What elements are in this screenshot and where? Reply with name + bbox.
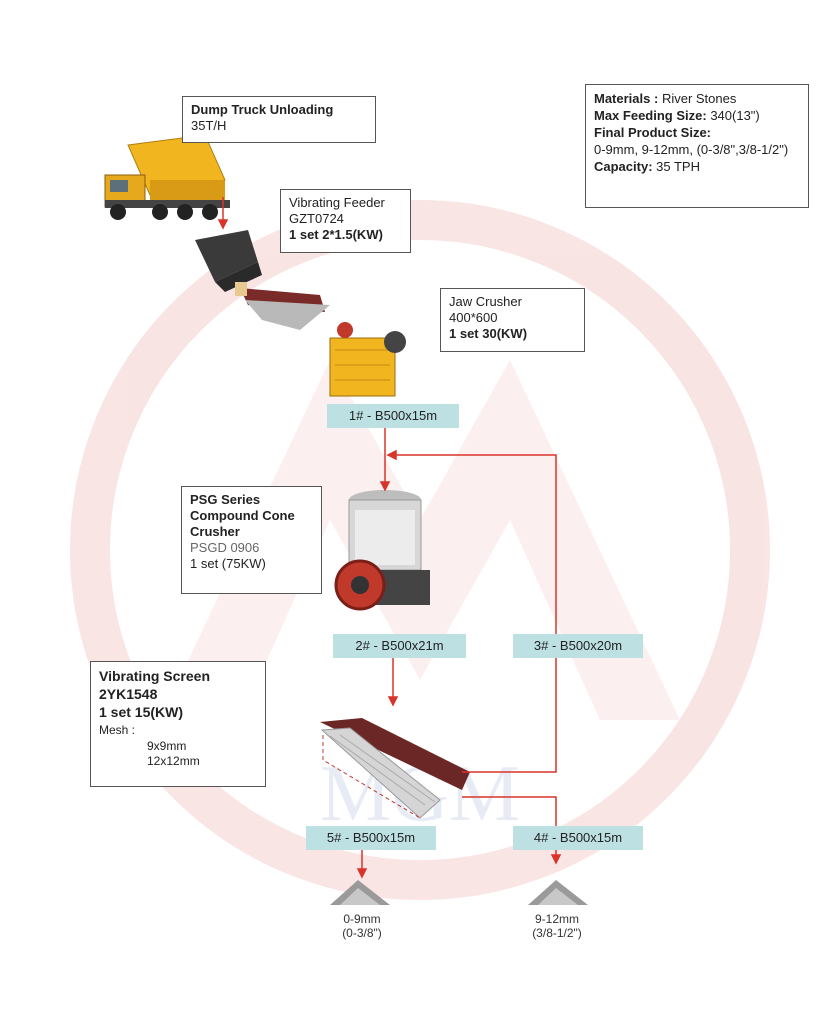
capacity-label: Capacity: (594, 159, 653, 174)
jaw-model: 400*600 (449, 310, 498, 325)
vibrating-screen-icon (320, 718, 470, 819)
vibrating-feeder-label: Vibrating Feeder GZT0724 1 set 2*1.5(KW) (280, 189, 411, 253)
cone-crusher-label: PSG Series Compound Cone Crusher PSGD 09… (181, 486, 322, 594)
cone-title-2: Crusher (190, 524, 240, 539)
jaw-crusher-icon (329, 322, 406, 397)
feeder-model: GZT0724 (289, 211, 344, 226)
screen-power: 1 set 15(KW) (99, 704, 184, 720)
dump-truck-label: Dump Truck Unloading 35T/H (182, 96, 376, 143)
cone-title: Compound Cone (190, 508, 295, 523)
product-output-coarse: 9-12mm (3/8-1/2") (515, 912, 599, 940)
dump-truck-rate: 35T/H (191, 118, 227, 133)
materials-label: Materials : (594, 91, 659, 106)
belt-3-label: 3# - B500x20m (513, 634, 643, 658)
belt-5-label: 5# - B500x15m (306, 826, 436, 850)
vibrating-feeder-icon (195, 230, 330, 330)
product-fine-size: 0-9mm (343, 912, 381, 926)
product-pile-icon (330, 880, 390, 905)
materials-value: River Stones (661, 91, 737, 106)
feeder-power: 1 set 2*1.5(KW) (289, 227, 383, 242)
flow-arrows (217, 197, 562, 879)
mesh-label: Mesh : (99, 723, 136, 737)
mesh-size-2: 12x12mm (147, 754, 200, 768)
belt-4-label: 4# - B500x15m (513, 826, 643, 850)
belt-1-label: 1# - B500x15m (327, 404, 459, 428)
final-size-value: 0-9mm, 9-12mm, (0-3/8",3/8-1/2") (594, 142, 789, 157)
material-info-box: Materials : River Stones Max Feeding Siz… (585, 84, 809, 208)
product-fine-inch: (0-3/8") (342, 926, 382, 940)
cone-crusher-icon (334, 490, 430, 611)
product-coarse-size: 9-12mm (534, 912, 579, 926)
mesh-size-1: 9x9mm (147, 739, 187, 753)
dump-truck-title: Dump Truck Unloading (191, 102, 334, 117)
dump-truck-icon (104, 134, 230, 220)
product-coarse-inch: (3/8-1/2") (532, 926, 582, 940)
product-output-fine: 0-9mm (0-3/8") (322, 912, 402, 940)
cone-series: PSG Series (190, 492, 261, 507)
jaw-power: 1 set 30(KW) (449, 326, 528, 341)
jaw-title: Jaw Crusher (449, 294, 522, 309)
feed-size-label: Max Feeding Size: (594, 108, 707, 123)
final-size-label: Final Product Size: (594, 125, 712, 140)
vibrating-screen-label: Vibrating Screen 2YK1548 1 set 15(KW) Me… (90, 661, 266, 787)
jaw-crusher-label: Jaw Crusher 400*600 1 set 30(KW) (440, 288, 585, 352)
capacity-value: 35 TPH (656, 159, 700, 174)
cone-power: 1 set (75KW) (190, 556, 266, 571)
feeder-title: Vibrating Feeder (289, 195, 385, 210)
screen-model: 2YK1548 (99, 686, 158, 702)
belt-2-label: 2# - B500x21m (333, 634, 466, 658)
feed-size-value: 340(13") (710, 108, 760, 123)
cone-model: PSGD 0906 (190, 540, 260, 555)
product-pile-icon (528, 880, 588, 905)
screen-title: Vibrating Screen (99, 668, 211, 684)
